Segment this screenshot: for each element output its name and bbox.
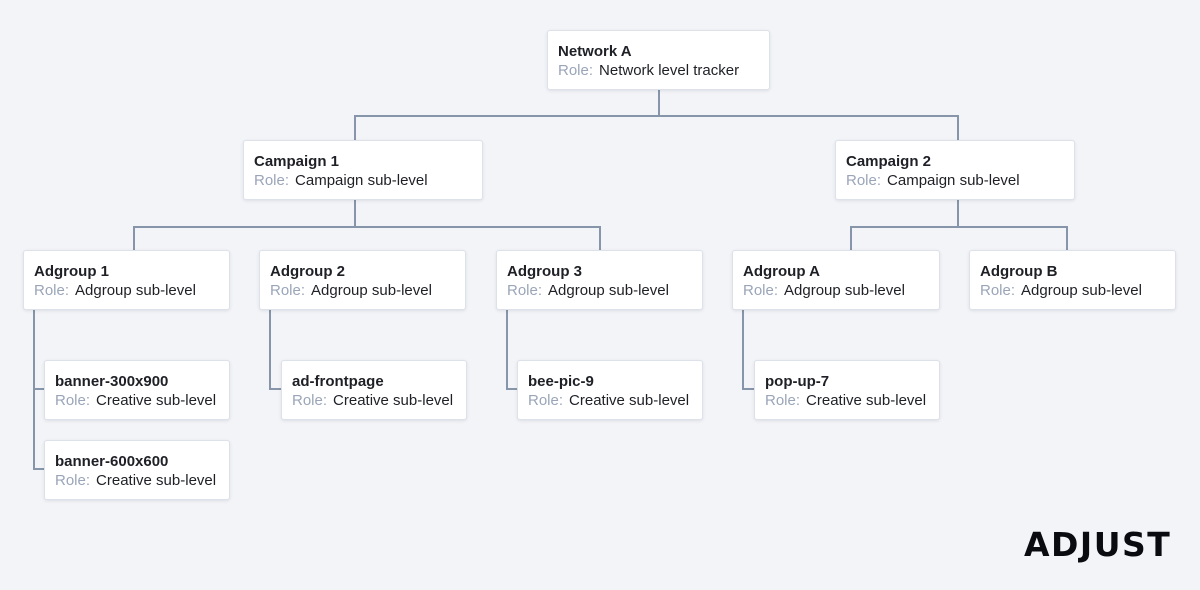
- node-role: Role: Adgroup sub-level: [980, 281, 1165, 300]
- node-campaign-1: Campaign 1 Role: Campaign sub-level: [243, 140, 483, 200]
- node-role: Role: Creative sub-level: [765, 391, 929, 410]
- node-pop-up-7: pop-up-7 Role: Creative sub-level: [754, 360, 940, 420]
- connector-adgroupa-creatives: [742, 310, 754, 390]
- node-title: Adgroup 2: [270, 263, 345, 280]
- role-value: Creative sub-level: [569, 392, 690, 409]
- node-bee-pic-9: bee-pic-9 Role: Creative sub-level: [517, 360, 703, 420]
- node-ad-frontpage: ad-frontpage Role: Creative sub-level: [281, 360, 467, 420]
- connector-campaign1-adgroups: [133, 200, 601, 250]
- node-campaign-2: Campaign 2 Role: Campaign sub-level: [835, 140, 1075, 200]
- connector-adgroup3-creatives: [506, 310, 517, 390]
- node-role: Role: Adgroup sub-level: [507, 281, 692, 300]
- role-label: Role:: [980, 282, 1016, 299]
- node-title: pop-up-7: [765, 373, 830, 390]
- role-value: Adgroup sub-level: [311, 282, 432, 299]
- role-label: Role:: [254, 172, 290, 189]
- role-label: Role:: [743, 282, 779, 299]
- node-adgroup-1: Adgroup 1 Role: Adgroup sub-level: [23, 250, 230, 310]
- role-label: Role:: [765, 392, 801, 409]
- node-adgroup-2: Adgroup 2 Role: Adgroup sub-level: [259, 250, 466, 310]
- node-title: banner-300x900: [55, 373, 169, 390]
- connector-network-campaigns: [354, 90, 959, 140]
- node-title: bee-pic-9: [528, 373, 594, 390]
- role-value: Campaign sub-level: [295, 172, 428, 189]
- node-role: Role: Campaign sub-level: [254, 171, 472, 190]
- connector-adgroup2-creatives: [269, 310, 281, 390]
- adjust-logo: ADJUST: [1024, 525, 1172, 564]
- role-label: Role:: [558, 62, 594, 79]
- role-label: Role:: [292, 392, 328, 409]
- role-value: Adgroup sub-level: [75, 282, 196, 299]
- role-value: Adgroup sub-level: [1021, 282, 1142, 299]
- node-network-a: Network A Role: Network level tracker: [547, 30, 770, 90]
- role-value: Adgroup sub-level: [784, 282, 905, 299]
- node-title: Campaign 2: [846, 153, 932, 170]
- role-value: Network level tracker: [599, 62, 740, 79]
- role-label: Role:: [270, 282, 306, 299]
- node-title: Adgroup A: [743, 263, 820, 280]
- node-role: Role: Creative sub-level: [528, 391, 692, 410]
- role-value: Creative sub-level: [96, 472, 217, 489]
- node-role: Role: Adgroup sub-level: [270, 281, 455, 300]
- node-title: Adgroup 1: [34, 263, 109, 280]
- node-title: Adgroup B: [980, 263, 1058, 280]
- node-banner-300x900: banner-300x900 Role: Creative sub-level: [44, 360, 230, 420]
- node-role: Role: Creative sub-level: [292, 391, 456, 410]
- role-label: Role:: [34, 282, 70, 299]
- node-role: Role: Creative sub-level: [55, 471, 219, 490]
- role-label: Role:: [507, 282, 543, 299]
- node-banner-600x600: banner-600x600 Role: Creative sub-level: [44, 440, 230, 500]
- node-adgroup-b: Adgroup B Role: Adgroup sub-level: [969, 250, 1176, 310]
- role-value: Creative sub-level: [806, 392, 927, 409]
- role-value: Creative sub-level: [333, 392, 454, 409]
- node-title: Network A: [558, 43, 632, 60]
- node-adgroup-a: Adgroup A Role: Adgroup sub-level: [732, 250, 940, 310]
- role-label: Role:: [55, 472, 91, 489]
- role-label: Role:: [55, 392, 91, 409]
- role-value: Campaign sub-level: [887, 172, 1020, 189]
- connector-adgroup1-creatives: [33, 310, 44, 470]
- role-value: Adgroup sub-level: [548, 282, 669, 299]
- node-role: Role: Adgroup sub-level: [34, 281, 219, 300]
- node-role: Role: Adgroup sub-level: [743, 281, 929, 300]
- node-title: Campaign 1: [254, 153, 340, 170]
- role-value: Creative sub-level: [96, 392, 217, 409]
- node-role: Role: Campaign sub-level: [846, 171, 1064, 190]
- role-label: Role:: [846, 172, 882, 189]
- node-adgroup-3: Adgroup 3 Role: Adgroup sub-level: [496, 250, 703, 310]
- node-role: Role: Creative sub-level: [55, 391, 219, 410]
- node-title: Adgroup 3: [507, 263, 582, 280]
- connector-campaign2-adgroups: [850, 200, 1068, 250]
- node-title: ad-frontpage: [292, 373, 384, 390]
- node-title: banner-600x600: [55, 453, 169, 470]
- role-label: Role:: [528, 392, 564, 409]
- node-role: Role: Network level tracker: [558, 61, 759, 80]
